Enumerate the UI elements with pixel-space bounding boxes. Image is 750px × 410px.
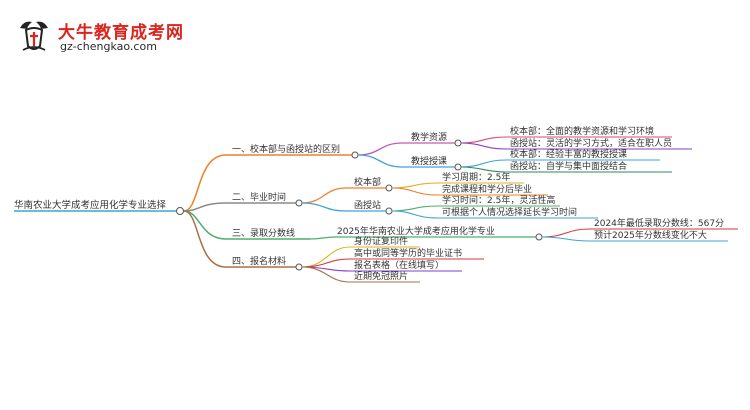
root-node[interactable]: 华南农业大学成考应用化学专业选择 xyxy=(14,199,184,215)
leaf-1-2-1: 校本部：经验丰富的教授授课 xyxy=(510,148,627,160)
leaf-2-2-2: 可根据个人情况选择延长学习时间 xyxy=(442,206,577,218)
node-2-2[interactable]: 函授站 xyxy=(346,199,393,215)
node-2-1-toggle-icon[interactable] xyxy=(385,184,393,192)
node-1-1-label: 教学资源 xyxy=(411,131,447,143)
node-2-2-label: 函授站 xyxy=(354,199,381,211)
site-url: gz-chengkao.com xyxy=(60,40,157,53)
leaf-2-1-1: 学习周期：2.5年 xyxy=(442,171,510,183)
leaf-1-1-2: 函授站：灵活的学习方式，适合在职人员 xyxy=(510,137,672,149)
branch-2[interactable]: 二、毕业时间 xyxy=(226,191,303,207)
connector-branch-4 xyxy=(183,210,227,268)
leaf-3-1-2: 预计2025年分数线变化不大 xyxy=(594,229,707,241)
branch-1-label: 一、校本部与函授站的区别 xyxy=(232,143,340,155)
leaf-4-4: 近期免冠照片 xyxy=(354,270,408,282)
node-1-2-label: 教授授课 xyxy=(411,155,447,167)
node-1-2[interactable]: 教授授课 xyxy=(402,155,462,171)
node-3-1-toggle-icon[interactable] xyxy=(535,233,543,241)
branch-3[interactable]: 三、录取分数线 xyxy=(226,227,310,240)
branch-1-toggle-icon[interactable] xyxy=(351,151,359,159)
node-3-1-label: 2025年华南农业大学成考应用化学专业 xyxy=(337,225,495,237)
node-2-2-toggle-icon[interactable] xyxy=(385,207,393,215)
branch-2-toggle-icon[interactable] xyxy=(295,199,303,207)
root-label: 华南农业大学成考应用化学专业选择 xyxy=(14,199,167,211)
site-title: 大牛教育成考网 xyxy=(58,23,184,43)
leaf-1-2-2: 函授站：自学与集中面授结合 xyxy=(510,160,627,172)
branch-4-label: 四、报名材料 xyxy=(232,255,286,267)
node-1-2-toggle-icon[interactable] xyxy=(454,163,462,171)
node-1-1[interactable]: 教学资源 xyxy=(402,131,462,147)
leaf-2-1-2: 完成课程和学分后毕业 xyxy=(442,183,532,195)
branch-4-toggle-icon[interactable] xyxy=(295,263,303,271)
node-1-1-toggle-icon[interactable] xyxy=(454,139,462,147)
branch-1[interactable]: 一、校本部与函授站的区别 xyxy=(226,143,359,159)
site-logo[interactable]: 大牛教育成考网 gz-chengkao.com xyxy=(14,16,184,58)
branch-3-label: 三、录取分数线 xyxy=(232,227,295,239)
leaf-1-1-1: 校本部：全面的教学资源和学习环境 xyxy=(510,125,654,137)
leaf-4-2: 高中或同等学历的毕业证书 xyxy=(354,247,462,259)
root-toggle-icon[interactable] xyxy=(176,207,184,215)
leaf-4-3: 报名表格（在线填写） xyxy=(354,259,444,271)
leaf-4-1: 身份证复印件 xyxy=(354,235,408,247)
branch-2-label: 二、毕业时间 xyxy=(232,191,286,203)
leaf-3-1-1: 2024年最低录取分数线：567分 xyxy=(594,217,724,229)
leaf-2-2-1: 学习时间：2.5年，灵活性高 xyxy=(442,194,555,206)
bull-logo-icon xyxy=(20,21,48,51)
node-2-1-label: 校本部 xyxy=(354,176,381,188)
connector-branch-1 xyxy=(183,154,227,212)
branch-4[interactable]: 四、报名材料 xyxy=(226,255,303,271)
node-2-1[interactable]: 校本部 xyxy=(346,176,393,192)
node-3-1[interactable]: 2025年华南农业大学成考应用化学专业 xyxy=(336,225,543,241)
